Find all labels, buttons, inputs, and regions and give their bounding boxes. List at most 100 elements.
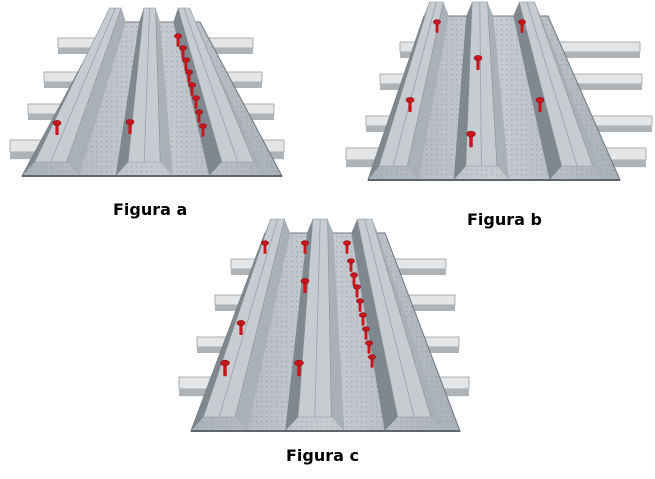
screw-shank [520, 22, 524, 33]
screw-head [179, 45, 187, 51]
screw-head [174, 33, 182, 39]
rib-stiffener [143, 7, 151, 163]
screw-shank [297, 363, 301, 377]
rib-web-right [155, 8, 173, 176]
rib-top [297, 218, 332, 418]
screw-shank [223, 363, 227, 377]
rib-web-left [285, 219, 313, 431]
screw-head [125, 119, 135, 125]
screw-head [405, 97, 415, 103]
caption-figura-a: Figura a [113, 200, 188, 219]
screw-head [192, 95, 200, 101]
caption-figura-b: Figura b [467, 210, 542, 229]
deck-illustration-c [175, 218, 475, 445]
rib-stiffener [526, 1, 578, 167]
screw-shank [361, 315, 365, 326]
screw-shank [194, 98, 198, 109]
screw-head [261, 240, 269, 246]
screw-head [182, 57, 190, 63]
screw-shank [355, 287, 359, 298]
screw-head [188, 82, 196, 88]
rib-stiffener [218, 218, 278, 418]
screw-head [199, 123, 207, 129]
rib-web-left [191, 219, 271, 431]
screw-shank [181, 48, 185, 59]
rib-stiffener [183, 7, 239, 163]
rib-web-left [115, 8, 144, 176]
screw-head [353, 284, 361, 290]
screw-shank [476, 58, 480, 70]
screw-shank [303, 281, 307, 293]
screw-shank [367, 343, 371, 354]
caption-figura-c: Figura c [286, 446, 359, 465]
screw-shank [55, 123, 59, 135]
rib-top [518, 1, 594, 167]
screw-head [356, 298, 364, 304]
rib-web-right [407, 2, 449, 180]
rib-web-right [371, 219, 444, 431]
deck-svg-c [178, 218, 470, 432]
screw-shank [538, 100, 542, 112]
rib-web-left [368, 2, 430, 180]
screw-head [343, 240, 351, 246]
screw-head [473, 55, 483, 61]
screw-shank [349, 261, 353, 272]
screw-shank [197, 112, 201, 123]
rib-web-left [453, 2, 473, 180]
rib-web-left [513, 2, 562, 180]
screw-shank [190, 85, 194, 96]
screw-head [518, 19, 526, 25]
rib-top [465, 1, 498, 167]
screw-shank [469, 134, 473, 148]
screw-shank [364, 329, 368, 340]
deck-svg-a [9, 7, 285, 177]
rib-web-right [66, 8, 126, 176]
rib-top [127, 7, 161, 163]
screw-head [433, 19, 441, 25]
screw-shank [201, 126, 205, 137]
rib-web-right [534, 2, 605, 180]
rib-stiffener [314, 218, 321, 418]
screw-shank [184, 60, 188, 71]
screw-head [195, 109, 203, 115]
screw-head [368, 354, 376, 360]
screw-shank [352, 275, 356, 286]
rib-web-right [235, 219, 291, 431]
screw-shank [358, 301, 362, 312]
rib-top [356, 218, 432, 418]
screw-shank [303, 243, 307, 254]
screw-head [535, 97, 545, 103]
screw-head [350, 272, 358, 278]
screw-shank [263, 243, 267, 254]
screw-shank [128, 122, 132, 134]
screw-head [220, 359, 230, 367]
rib-stiffener [364, 218, 415, 418]
screw-head [236, 320, 246, 326]
screw-shank [345, 243, 349, 254]
screw-shank [370, 357, 374, 368]
rib-web-right [327, 219, 345, 431]
rib-web-left [351, 219, 398, 431]
screw-head [294, 359, 304, 367]
rib-web-right [487, 2, 510, 180]
screw-shank [408, 100, 412, 112]
screw-shank [435, 22, 439, 33]
screw-head [347, 258, 355, 264]
deck-svg-b [345, 1, 653, 181]
screw-head [52, 120, 62, 126]
screw-head [301, 240, 309, 246]
deck-illustration-a [0, 0, 290, 200]
rib-top [378, 1, 444, 167]
screw-head [362, 326, 370, 332]
rib-stiffener [392, 1, 437, 167]
screw-head [359, 312, 367, 318]
rib-stiffener [50, 7, 116, 163]
deck-illustration-b [340, 1, 653, 208]
screw-head [185, 69, 193, 75]
screw-head [365, 340, 373, 346]
screw-shank [239, 323, 243, 335]
screw-head [466, 130, 476, 138]
rib-stiffener [479, 1, 482, 167]
screw-shank [187, 72, 191, 83]
